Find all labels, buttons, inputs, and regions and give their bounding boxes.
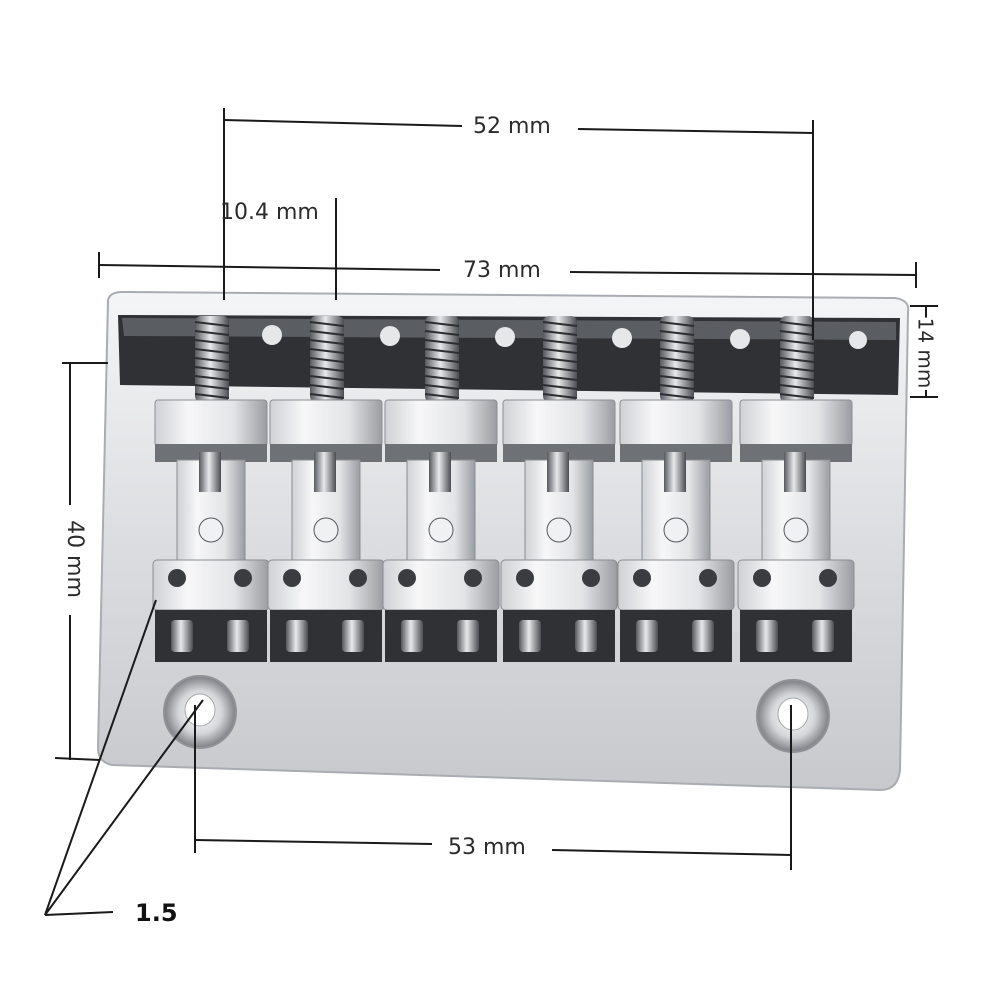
dim-label-plate-thickness: 1.5 bbox=[135, 899, 178, 927]
saddle bbox=[382, 316, 500, 662]
dim-label-height: 14 mm bbox=[912, 317, 939, 389]
dim-label-total-width: 73 mm bbox=[463, 258, 541, 284]
dimension-lines bbox=[44, 108, 938, 916]
dim-label-mount-hole-span: 53 mm bbox=[448, 835, 526, 861]
saddle bbox=[500, 316, 618, 662]
saddles bbox=[152, 316, 855, 662]
back-wall-holes bbox=[262, 325, 867, 349]
saddle bbox=[737, 316, 855, 662]
dim-label-spring-spacing: 10.4 mm bbox=[220, 200, 319, 225]
mount-hole-right bbox=[756, 679, 830, 753]
saddle bbox=[152, 316, 270, 662]
saddle bbox=[617, 316, 735, 662]
dim-label-saddle-span: 52 mm bbox=[473, 114, 551, 140]
saddle bbox=[267, 316, 385, 662]
dim-label-plate-depth: 40 mm bbox=[60, 520, 87, 598]
